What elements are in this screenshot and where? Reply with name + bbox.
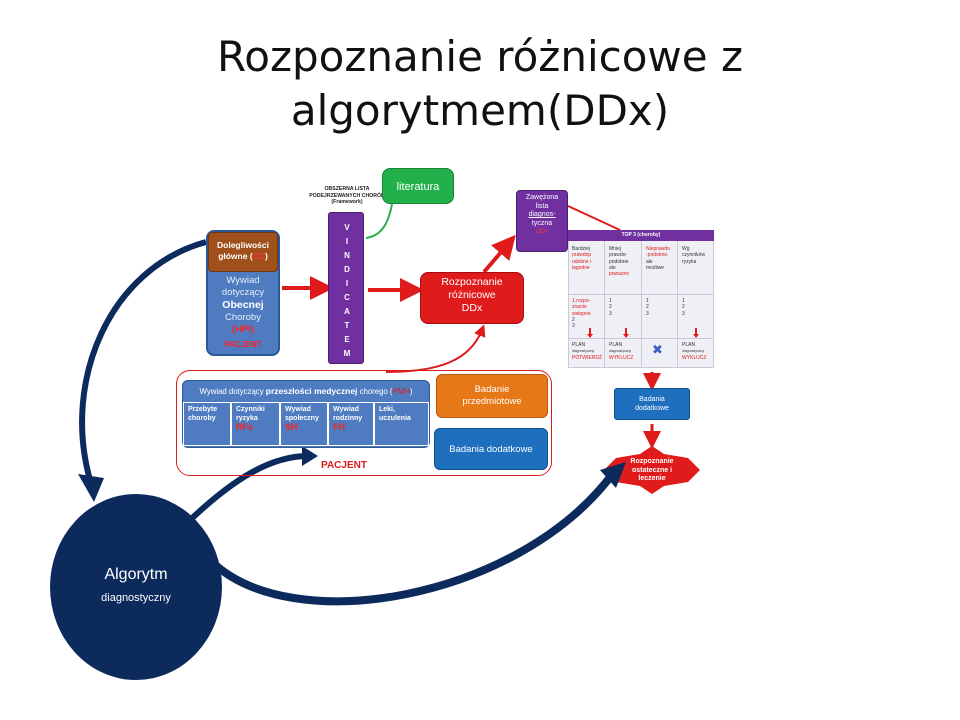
framework-header: OBSZERNA LISTA PODEJRZEWANYCH CHORÓB (Fr… [309,186,385,205]
arrow-ddx-to-narrow-list [482,234,516,274]
top3-col-4: Wg czynników ryzyka [682,246,706,265]
past-cell-family-history: Wywiad rodzinny FH [328,402,374,446]
narrowed-list-box: Zawężona lista diagnos- tyczna DDx [516,190,568,252]
arrow-past-to-ddx [385,324,486,373]
chief-complaint-box: Dolegliwości główne (CC) [208,232,278,272]
vindicatem-bar: V I N D I C A T E M [328,212,364,364]
additional-tests-box: Badania dodatkowe [434,428,548,470]
top3-numbers-col-4: 1 2 3 [682,298,685,317]
table-divider [677,241,678,368]
vindicatem-letter: T [344,321,350,330]
line-narrow-list-to-top3 [567,205,621,231]
top3-plan-confirm: PLAN diagnostyczny POTWIERDŹ [572,342,602,361]
top3-numbers-col-3: 1 2 3 [646,298,649,317]
top3-plan-exclude-risk: PLAN diagnostyczny WYKLUCZ [682,342,707,361]
algorithm-curve-left [79,239,207,481]
final-diagnosis-text: Rozpoznanie ostateczne i leczenie [630,458,674,482]
vindicatem-letter: A [344,307,350,316]
past-cell-diseases: Przebyte choroby [183,402,231,446]
x-mark-icon: ✖ [652,342,663,357]
top3-col-2: Mniej prawdo- podobne ale poważne [609,246,630,278]
table-divider [568,338,714,339]
table-divider [604,241,605,368]
physical-exam-box: Badanie przedmiotowe [436,374,548,418]
vindicatem-letter: V [344,223,350,232]
patient-label: PACJENT [224,340,262,349]
vindicatem-letter: C [344,293,350,302]
complaint-line-2: główne (CC) [218,251,268,261]
vindicatem-letter: D [344,265,350,274]
past-cell-medications: Leki, uczulenia [374,402,429,446]
algorithm-arrowhead-middle [302,446,318,466]
patient-label-bottom: PACJENT [321,460,367,471]
past-history-frame [176,370,552,476]
literature-box: literatura [382,168,454,204]
top3-col-1: Bardziej prawdop odobne i łagodne [572,246,592,271]
vindicatem-letter: I [345,237,349,246]
algorithm-arrowhead-right [600,462,626,488]
algorithm-curve-middle [185,453,309,525]
past-cell-social-history: Wywiad społeczny SH [280,402,328,446]
algorithm-circle: Algorytm diagnostyczny [50,494,222,680]
table-divider [641,241,642,368]
top3-initial-diagnosis: 1.rozpo- znanie wstępne 2 3 [572,298,591,330]
top3-small-arrows [587,328,699,338]
title-line-1: Rozpoznanie różnicowe z [216,32,744,81]
past-history-title: Wywiad dotyczący przeszłości medycznej c… [199,386,413,396]
algorithm-title: Algorytm [104,566,168,583]
complaint-line-1: Dolegliwości [217,240,269,250]
vindicatem-letter: E [344,335,350,344]
top3-header: TOP 3 (choroby) [568,230,714,241]
top3-col-3: Nieprawdo -podobne, ale możliwe [646,246,670,271]
vindicatem-letter: N [344,251,350,260]
vindicatem-letter: M [343,349,351,358]
present-illness-history: Wywiad dotyczący Obecnej Choroby (HPI) [221,275,265,335]
algorithm-arrowhead-left [78,474,104,502]
algorithm-curve-right [207,469,618,606]
final-diagnosis-star [604,446,700,494]
additional-tests-right: Badania dodatkowe [614,388,690,420]
past-cell-risk-factors: Czynniki ryzyka RFs [231,402,280,446]
algorithm-subtitle: diagnostyczny [101,592,171,604]
top3-plan-exclude: PLAN diagnostyczny WYKLUCZ [609,342,634,361]
table-divider [568,294,714,295]
arrow-literature-to-framework [365,203,393,239]
page-title: Rozpoznanie różnicowe z algorytmem(DDx) [100,30,860,138]
top3-numbers-col-2: 1 2 3 [609,298,612,317]
differential-diagnosis-box: Rozpoznanie różnicowe DDx [420,272,524,324]
title-line-2: algorytmem(DDx) [290,86,670,135]
vindicatem-letter: I [345,279,349,288]
